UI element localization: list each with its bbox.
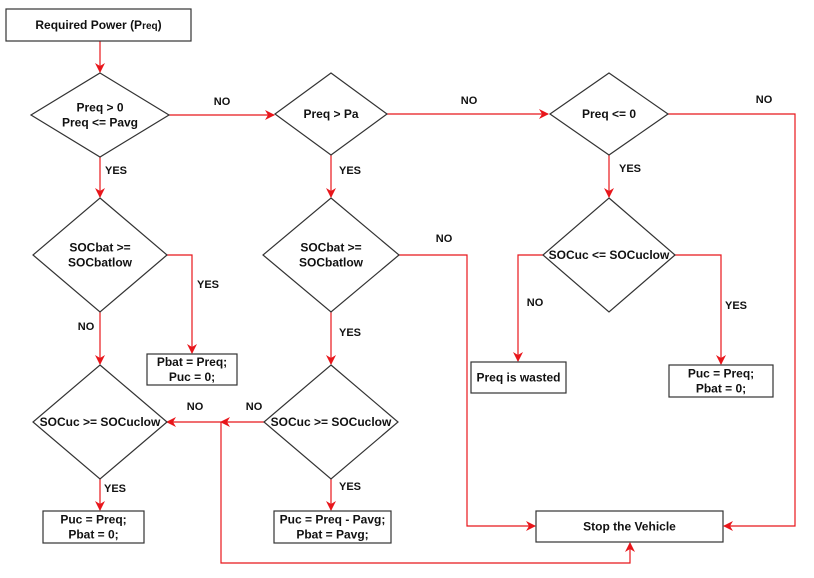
decision-diamond bbox=[548, 72, 670, 156]
node-text: Required Power (Preq) bbox=[35, 18, 161, 32]
node-text: Preq is wasted bbox=[476, 371, 560, 385]
node-text: Puc = 0; bbox=[169, 370, 215, 384]
edge-label: NO bbox=[436, 233, 453, 245]
node-d-socuc-1: SOCuc >= SOCuclow bbox=[32, 364, 168, 480]
node-d-preq-le-0: Preq <= 0 bbox=[548, 72, 670, 156]
node-d-socbat-1: SOCbat >=SOCbatlow bbox=[32, 197, 168, 313]
node-text: Preq <= Pavg bbox=[62, 116, 138, 130]
edge-d-socuc-1-to-stop bbox=[166, 417, 635, 564]
node-text: Preq > 0 bbox=[76, 101, 123, 115]
node-text: SOCbat >= bbox=[69, 241, 130, 255]
node-p-uc-only-right: Puc = Preq;Pbat = 0; bbox=[668, 364, 774, 398]
decision-diamond bbox=[542, 197, 676, 313]
node-text: Preq > Pa bbox=[303, 107, 358, 121]
node-d-socuc-2: SOCuc >= SOCuclow bbox=[263, 364, 399, 480]
terminal-box bbox=[535, 510, 724, 543]
edge-label: NO bbox=[214, 96, 231, 108]
connector-line bbox=[513, 254, 543, 362]
node-text: SOCuc >= SOCuclow bbox=[271, 415, 392, 429]
node-text: Puc = Preq; bbox=[688, 367, 754, 381]
edge-label: NO bbox=[187, 401, 204, 413]
edge-label: YES bbox=[104, 483, 126, 495]
decision-diamond bbox=[262, 197, 400, 313]
process-box bbox=[470, 361, 567, 394]
node-p-uc-only-left: Puc = Preq;Pbat = 0; bbox=[42, 510, 145, 544]
edge-label: NO bbox=[78, 321, 95, 333]
edge-label: NO bbox=[461, 95, 478, 107]
process-box bbox=[668, 364, 774, 398]
edge-d-socbat-1-to-p-bat-only bbox=[167, 254, 197, 354]
edge-d-socuc-le-to-p-uc-only-right bbox=[675, 254, 726, 365]
node-d-socuc-le: SOCuc <= SOCuclow bbox=[542, 197, 676, 313]
connector-line bbox=[167, 254, 197, 354]
node-text: SOCuc >= SOCuclow bbox=[40, 415, 161, 429]
edge-label: YES bbox=[105, 165, 127, 177]
edge-labels: NO NO NO YES YES YES YES NO NO YES NO YES NO NO YES YES bbox=[78, 94, 773, 495]
process-box bbox=[146, 353, 238, 386]
decision-diamond bbox=[32, 364, 168, 480]
node-d-socbat-2: SOCbat >=SOCbatlow bbox=[262, 197, 400, 313]
decision-diamond bbox=[263, 364, 399, 480]
edge-label: YES bbox=[339, 327, 361, 339]
edge-label: YES bbox=[619, 163, 641, 175]
edge-label: NO bbox=[527, 297, 544, 309]
decision-diamond bbox=[29, 72, 171, 158]
node-text: Preq <= 0 bbox=[582, 107, 636, 121]
connector-line bbox=[668, 113, 796, 531]
edge-d-preq-le-0-to-stop bbox=[668, 113, 796, 531]
node-text: Stop the Vehicle bbox=[583, 520, 676, 534]
decision-diamond bbox=[273, 72, 389, 156]
node-p-wasted: Preq is wasted bbox=[470, 361, 567, 394]
edge-label: YES bbox=[725, 300, 747, 312]
edges bbox=[95, 41, 796, 564]
node-text: SOCbat >= bbox=[300, 241, 361, 255]
edge-label: YES bbox=[197, 279, 219, 291]
node-text: Pbat = 0; bbox=[696, 382, 746, 396]
node-stop: Stop the Vehicle bbox=[535, 510, 724, 543]
connector-line bbox=[399, 254, 536, 531]
process-box bbox=[5, 8, 192, 42]
node-p-bat-only: Pbat = Preq;Puc = 0; bbox=[146, 353, 238, 386]
process-box bbox=[42, 510, 145, 544]
edge-d-socuc-le-to-p-wasted bbox=[513, 254, 543, 362]
edge-label: YES bbox=[339, 481, 361, 493]
node-text: Puc = Preq - Pavg; bbox=[280, 513, 386, 527]
node-text: Pbat = Preq; bbox=[157, 355, 227, 369]
node-text: Pbat = Pavg; bbox=[296, 528, 368, 542]
node-d-preq-gt-pa: Preq > Pa bbox=[273, 72, 389, 156]
node-p-split: Puc = Preq - Pavg;Pbat = Pavg; bbox=[273, 510, 392, 544]
node-text: SOCuc <= SOCuclow bbox=[549, 248, 670, 262]
node-text: Pbat = 0; bbox=[68, 528, 118, 542]
node-text: SOCbatlow bbox=[299, 256, 364, 270]
edge-label: NO bbox=[756, 94, 773, 106]
edge-label: YES bbox=[339, 165, 361, 177]
node-text: Puc = Preq; bbox=[60, 513, 126, 527]
decision-diamond bbox=[32, 197, 168, 313]
process-box bbox=[273, 510, 392, 544]
connector-line bbox=[220, 422, 635, 564]
node-start: Required Power (Preq) bbox=[5, 8, 192, 42]
edge-d-socbat-2-to-stop bbox=[399, 254, 536, 531]
edge-label: NO bbox=[246, 401, 263, 413]
connector-line bbox=[675, 254, 726, 365]
node-text: SOCbatlow bbox=[68, 256, 133, 270]
